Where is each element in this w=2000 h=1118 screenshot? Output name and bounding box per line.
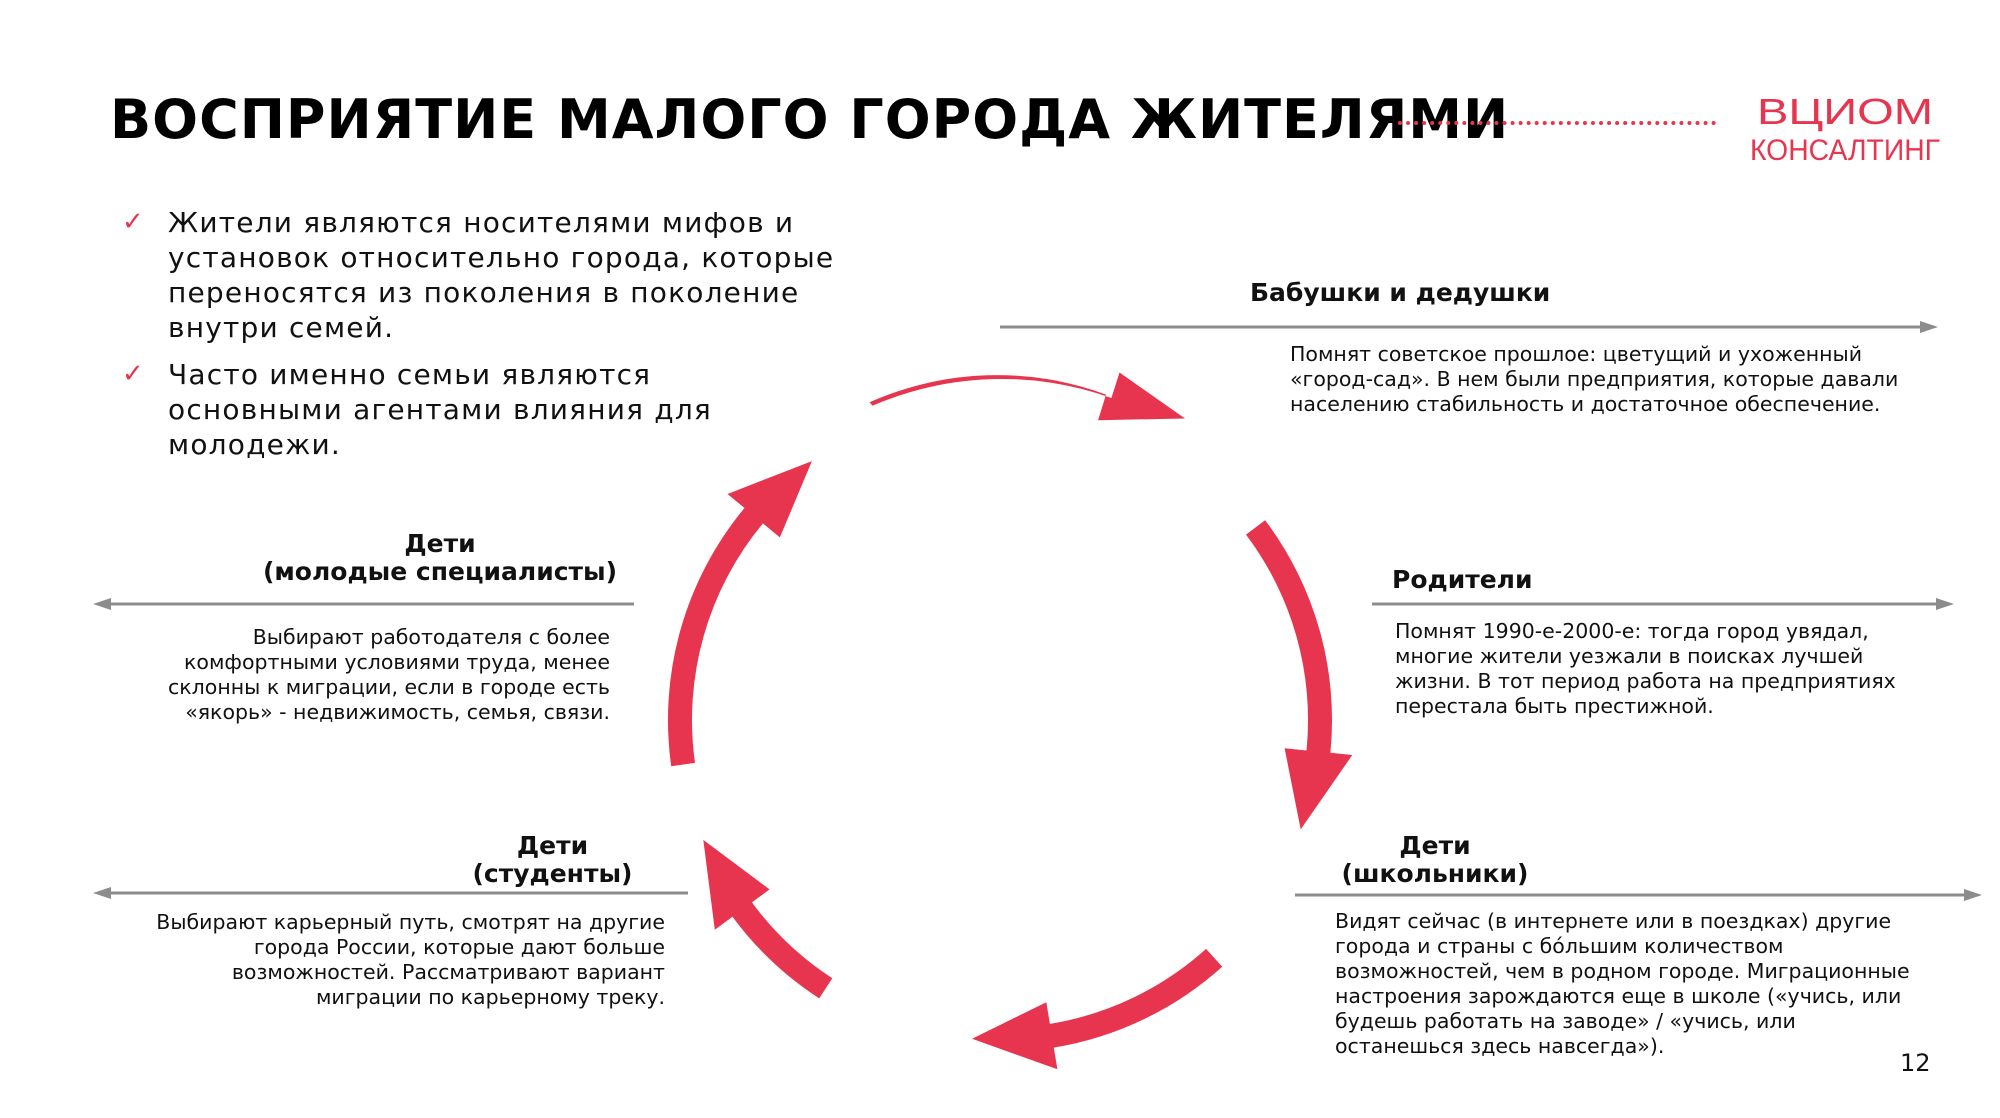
young-specialists-title: Дети (молодые специалисты): [240, 530, 640, 586]
cycle-arrow-bottom-left: [703, 839, 833, 999]
checkmark-icon: ✓: [122, 207, 145, 237]
bullet-item: ✓ Часто именно семьи являются основными а…: [118, 357, 728, 462]
students-text: Выбирают карьерный путь, смотрят на друг…: [156, 910, 665, 1009]
cycle-arrow-top: [869, 372, 1185, 421]
cycle-arrow-right: [1246, 520, 1353, 830]
divider-arrowhead: [1936, 598, 1954, 610]
students-title-line1: Дети: [516, 831, 589, 860]
schoolchildren-title-line2: (школьники): [1341, 859, 1529, 888]
grandparents-title: Бабушки и дедушки: [1250, 278, 1551, 307]
grandparents-text: Помнят советское прошлое: цветущий и ухо…: [1290, 342, 1899, 416]
title-divider: [1398, 121, 1716, 125]
schoolchildren-text: Видят сейчас (в интернете или в поездках…: [1335, 909, 1910, 1058]
students-title: Дети (студенты): [420, 832, 665, 888]
parents-text: Помнят 1990-е-2000-е: тогда город увядал…: [1395, 619, 1896, 718]
schoolchildren-title: Дети (школьники): [1290, 832, 1580, 888]
cycle-arrow-bottom-right: [972, 948, 1223, 1070]
logo-line1: ВЦИОМ: [1757, 92, 1933, 132]
young-specialists-title-line1: Дети: [404, 529, 476, 558]
page-number: 12: [1900, 1049, 1931, 1077]
cycle-arrow-left: [667, 461, 812, 767]
checkmark-icon: ✓: [122, 359, 145, 389]
bullet-text: Часто именно семьи являются основными аг…: [168, 358, 712, 461]
logo-line2: КОНСАЛТИНГ: [1750, 134, 1940, 166]
young-specialists-title-line2: (молодые специалисты): [262, 557, 618, 586]
bullet-text: Жители являются носителями мифов и устан…: [168, 206, 835, 344]
parents-title: Родители: [1392, 565, 1533, 594]
bullet-item: ✓ Жители являются носителями мифов и уста…: [118, 205, 838, 345]
schoolchildren-title-line1: Дети: [1399, 831, 1471, 860]
divider-arrowhead: [1920, 321, 1938, 333]
page-title: ВОСПРИЯТИЕ МАЛОГО ГОРОДА ЖИТЕЛЯМИ: [110, 88, 1510, 151]
divider-arrowhead: [93, 887, 111, 899]
vciom-logo: ВЦИОМ КОНСАЛТИНГ: [1750, 92, 1940, 166]
divider-arrowhead: [93, 598, 111, 610]
intro-bullets: ✓ Жители являются носителями мифов и уста…: [118, 205, 838, 474]
young-specialists-text: Выбирают работодателя с более комфортным…: [168, 625, 610, 724]
divider-arrowhead: [1964, 889, 1982, 901]
students-title-line2: (студенты): [472, 859, 633, 888]
